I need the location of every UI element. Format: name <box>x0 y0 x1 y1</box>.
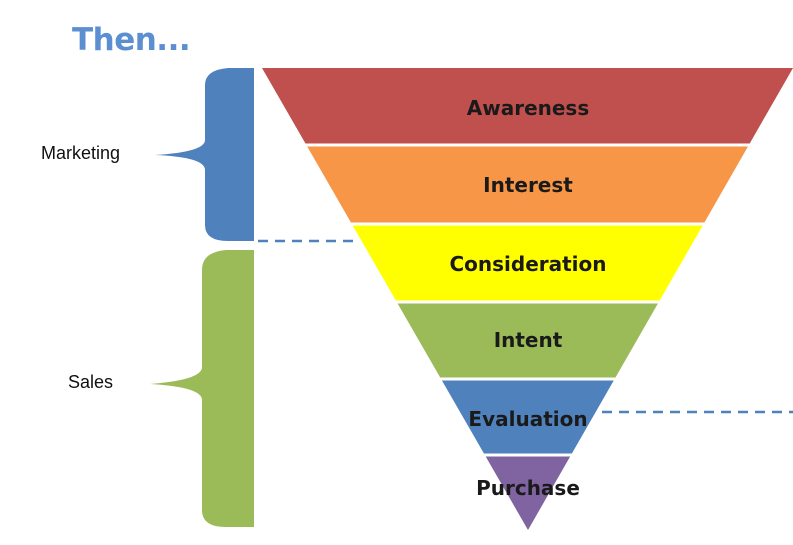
page-title: Then... <box>72 22 191 58</box>
funnel-stage-evaluation <box>441 380 614 454</box>
funnel-stage-consideration <box>352 225 703 301</box>
funnel-stage-interest <box>307 146 748 223</box>
marketing-bracket <box>155 68 254 241</box>
funnel-label-consideration: Consideration <box>449 252 606 276</box>
funnel-label-awareness: Awareness <box>467 96 590 120</box>
marketing-label: Marketing <box>41 143 121 163</box>
funnel-label-intent: Intent <box>494 328 563 352</box>
funnel-label-purchase: Purchase <box>476 476 580 500</box>
funnel-stage-awareness <box>262 68 793 144</box>
sales-bracket <box>150 250 254 527</box>
sales-label: Sales <box>68 372 114 392</box>
funnel-label-evaluation: Evaluation <box>468 407 587 431</box>
funnel: AwarenessInterestConsiderationIntentEval… <box>262 68 793 530</box>
funnel-stage-intent <box>397 303 658 378</box>
funnel-label-interest: Interest <box>483 173 573 197</box>
funnel-stage-purchase <box>485 456 571 530</box>
